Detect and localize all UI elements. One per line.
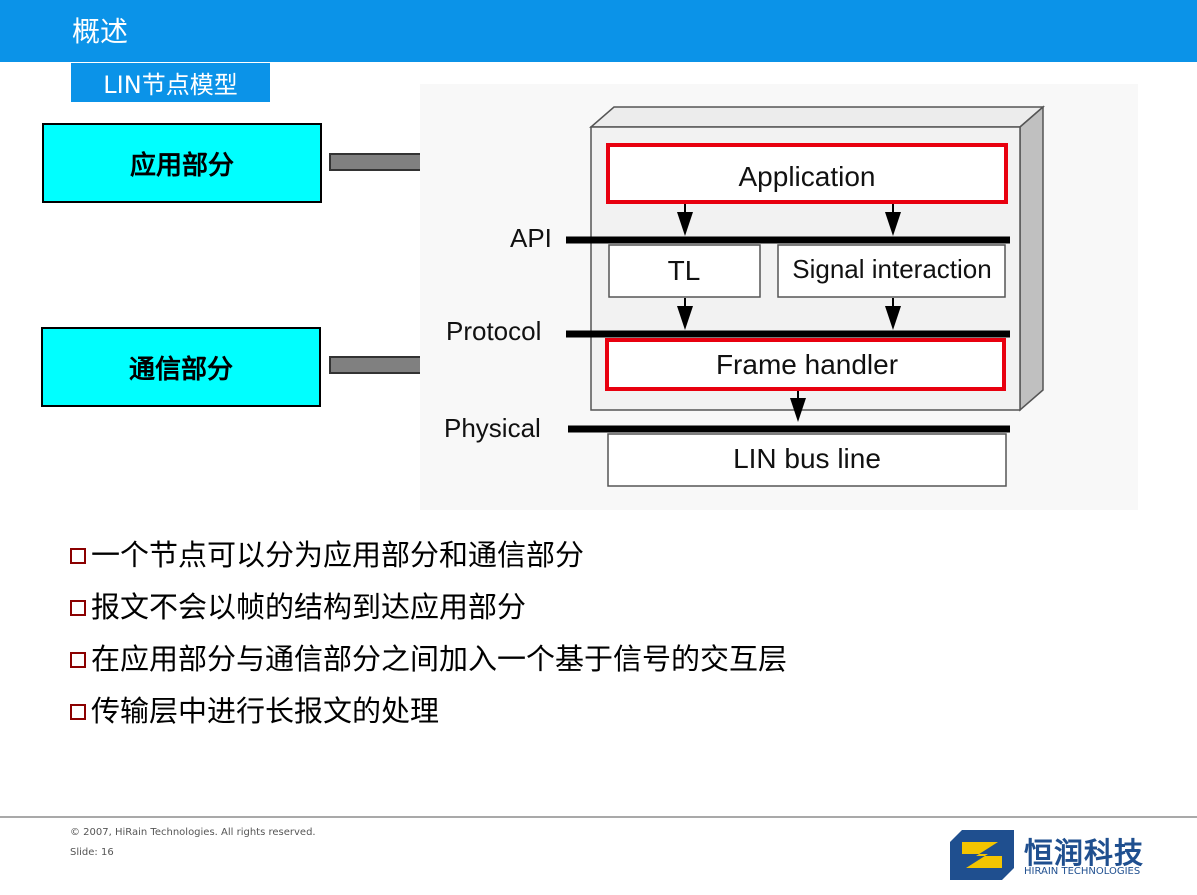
frame-handler-block xyxy=(605,338,1006,391)
arrow-head xyxy=(885,212,901,236)
logo-name-en: HIRAIN TECHNOLOGIES xyxy=(1024,866,1141,877)
signal-interaction-block xyxy=(777,244,1006,298)
lin-bus-line-block xyxy=(607,433,1007,487)
tl-block xyxy=(608,244,761,298)
communication-part-label: 通信部分 xyxy=(128,354,233,385)
api-label: API xyxy=(510,223,552,253)
bullet-item: 报文不会以帧的结构到达应用部分 xyxy=(70,579,787,631)
checkbox-bullet-icon xyxy=(70,704,86,720)
lin-node-model-diagram: Application API TL Signal interaction Pr… xyxy=(444,105,1046,487)
arrow-head xyxy=(677,212,693,236)
bullet-text: 传输层中进行长报文的处理 xyxy=(91,694,440,728)
bullet-list: 一个节点可以分为应用部分和通信部分 报文不会以帧的结构到达应用部分 在应用部分与… xyxy=(70,527,787,735)
application-part-box: 应用部分 xyxy=(42,123,322,203)
arrow-head xyxy=(677,306,693,330)
bullet-text: 报文不会以帧的结构到达应用部分 xyxy=(91,590,527,624)
logo-name-cn: 恒润科技 xyxy=(1024,836,1145,870)
copyright-text: © 2007, HiRain Technologies. All rights … xyxy=(70,827,316,838)
bullet-item: 传输层中进行长报文的处理 xyxy=(70,683,787,735)
slide-subtitle: LIN节点模型 xyxy=(71,63,270,102)
slide-title: 概述 xyxy=(72,15,129,48)
protocol-label: Protocol xyxy=(446,316,541,346)
header-bar xyxy=(0,0,1197,62)
bullet-item: 一个节点可以分为应用部分和通信部分 xyxy=(70,527,787,579)
signal-interaction-label: Signal interaction xyxy=(792,254,991,284)
frame-handler-label: Frame handler xyxy=(716,349,898,380)
tl-label: TL xyxy=(668,255,701,286)
arrow-head xyxy=(790,398,806,422)
slide-number: Slide: 16 xyxy=(70,847,114,858)
box-side-face xyxy=(1019,105,1044,412)
checkbox-bullet-icon xyxy=(70,652,86,668)
application-part-label: 应用部分 xyxy=(129,150,234,181)
bullet-text: 在应用部分与通信部分之间加入一个基于信号的交互层 xyxy=(91,642,788,676)
footer-divider xyxy=(0,816,1197,818)
bullet-text: 一个节点可以分为应用部分和通信部分 xyxy=(91,538,585,572)
application-label: Application xyxy=(739,161,876,192)
physical-label: Physical xyxy=(444,413,541,443)
arrow-head xyxy=(885,306,901,330)
lin-bus-line-label: LIN bus line xyxy=(733,443,881,474)
checkbox-bullet-icon xyxy=(70,548,86,564)
box-top-face xyxy=(588,106,1046,128)
communication-part-box: 通信部分 xyxy=(41,327,321,407)
hirain-logo-icon xyxy=(950,830,1014,880)
application-block xyxy=(606,143,1008,204)
checkbox-bullet-icon xyxy=(70,600,86,616)
bullet-item: 在应用部分与通信部分之间加入一个基于信号的交互层 xyxy=(70,631,787,683)
